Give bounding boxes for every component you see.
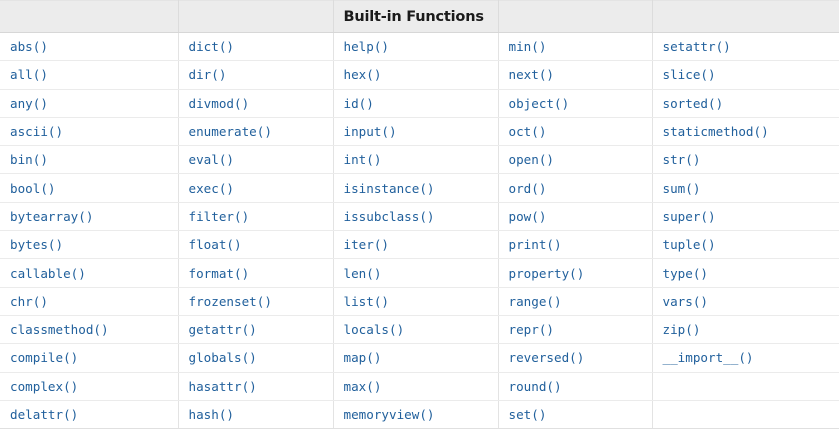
- builtin-function-link[interactable]: eval(): [178, 145, 334, 175]
- builtin-function-link[interactable]: object(): [498, 89, 653, 118]
- table-title: Built-in Functions: [333, 0, 499, 33]
- table-row: ascii()enumerate()input()oct()staticmeth…: [0, 117, 839, 147]
- builtin-function-link[interactable]: setattr(): [652, 32, 839, 62]
- builtin-function-link[interactable]: dir(): [178, 60, 334, 90]
- builtin-function-link[interactable]: repr(): [498, 315, 653, 345]
- builtin-function-link[interactable]: slice(): [652, 60, 839, 90]
- builtin-function-link[interactable]: round(): [498, 372, 653, 401]
- builtin-function-link[interactable]: frozenset(): [178, 287, 334, 316]
- table-row: bool()exec()isinstance()ord()sum(): [0, 173, 839, 203]
- builtin-function-link[interactable]: hasattr(): [178, 372, 334, 401]
- table-row: complex()hasattr()max()round(): [0, 372, 839, 401]
- builtin-function-link[interactable]: min(): [498, 32, 653, 62]
- table-header: Built-in Functions: [0, 0, 839, 33]
- builtin-function-link[interactable]: locals(): [333, 315, 499, 345]
- table-header-row: Built-in Functions: [0, 0, 839, 33]
- builtin-function-link[interactable]: bytes(): [0, 230, 179, 260]
- builtin-function-link[interactable]: str(): [652, 145, 839, 175]
- builtin-function-link[interactable]: input(): [333, 117, 499, 147]
- builtin-function-link[interactable]: filter(): [178, 202, 334, 232]
- builtin-function-link[interactable]: isinstance(): [333, 173, 499, 203]
- builtin-function-link[interactable]: int(): [333, 145, 499, 175]
- builtin-function-link[interactable]: any(): [0, 89, 179, 118]
- builtin-function-link[interactable]: oct(): [498, 117, 653, 147]
- builtin-function-link[interactable]: abs(): [0, 32, 179, 62]
- table-row: callable()format()len()property()type(): [0, 258, 839, 288]
- builtin-function-link[interactable]: all(): [0, 60, 179, 90]
- builtin-function-link[interactable]: staticmethod(): [652, 117, 839, 147]
- builtin-function-link[interactable]: bytearray(): [0, 202, 179, 232]
- builtin-function-link[interactable]: zip(): [652, 315, 839, 345]
- builtin-function-link[interactable]: exec(): [178, 173, 334, 203]
- builtin-function-link[interactable]: hex(): [333, 60, 499, 90]
- builtin-function-link[interactable]: sum(): [652, 173, 839, 203]
- builtin-function-link[interactable]: dict(): [178, 32, 334, 62]
- builtin-function-link[interactable]: property(): [498, 258, 653, 288]
- table-row: classmethod()getattr()locals()repr()zip(…: [0, 315, 839, 345]
- builtin-function-link[interactable]: compile(): [0, 343, 179, 373]
- builtin-function-link[interactable]: classmethod(): [0, 315, 179, 345]
- builtin-function-link[interactable]: reversed(): [498, 343, 653, 373]
- builtin-function-link[interactable]: __import__(): [652, 343, 839, 373]
- builtin-function-link[interactable]: open(): [498, 145, 653, 175]
- builtin-function-link[interactable]: id(): [333, 89, 499, 118]
- builtin-function-link[interactable]: format(): [178, 258, 334, 288]
- builtin-function-link[interactable]: range(): [498, 287, 653, 316]
- builtin-function-link[interactable]: tuple(): [652, 230, 839, 260]
- builtin-function-link[interactable]: bin(): [0, 145, 179, 175]
- builtin-function-link[interactable]: map(): [333, 343, 499, 373]
- builtin-function-link[interactable]: callable(): [0, 258, 179, 288]
- header-cell-4: [498, 0, 653, 33]
- builtin-function-link[interactable]: pow(): [498, 202, 653, 232]
- builtin-function-link[interactable]: complex(): [0, 372, 179, 401]
- table-body: abs()dict()help()min()setattr()all()dir(…: [0, 32, 839, 429]
- builtin-function-link[interactable]: list(): [333, 287, 499, 316]
- builtin-function-link[interactable]: divmod(): [178, 89, 334, 118]
- builtin-function-link[interactable]: enumerate(): [178, 117, 334, 147]
- builtin-function-link[interactable]: ord(): [498, 173, 653, 203]
- builtin-function-link[interactable]: ascii(): [0, 117, 179, 147]
- builtin-function-link[interactable]: print(): [498, 230, 653, 260]
- builtin-function-link[interactable]: sorted(): [652, 89, 839, 118]
- builtin-function-link[interactable]: len(): [333, 258, 499, 288]
- table-row: bin()eval()int()open()str(): [0, 145, 839, 175]
- builtin-function-link[interactable]: bool(): [0, 173, 179, 203]
- builtin-function-link[interactable]: vars(): [652, 287, 839, 316]
- table-row: bytes()float()iter()print()tuple(): [0, 230, 839, 260]
- builtin-function-link[interactable]: getattr(): [178, 315, 334, 345]
- builtin-function-link[interactable]: iter(): [333, 230, 499, 260]
- table-row: any()divmod()id()object()sorted(): [0, 89, 839, 118]
- builtin-function-link[interactable]: next(): [498, 60, 653, 90]
- builtin-function-link[interactable]: globals(): [178, 343, 334, 373]
- table-row: abs()dict()help()min()setattr(): [0, 32, 839, 62]
- builtin-function-link[interactable]: float(): [178, 230, 334, 260]
- table-row: bytearray()filter()issubclass()pow()supe…: [0, 202, 839, 232]
- builtin-function-link[interactable]: type(): [652, 258, 839, 288]
- builtin-function-link[interactable]: help(): [333, 32, 499, 62]
- builtin-function-link[interactable]: super(): [652, 202, 839, 232]
- empty-cell: [652, 372, 839, 401]
- builtin-function-link[interactable]: max(): [333, 372, 499, 401]
- builtin-function-link[interactable]: chr(): [0, 287, 179, 316]
- header-cell-5: [652, 0, 839, 33]
- header-cell-1: [0, 0, 179, 33]
- builtin-function-link[interactable]: issubclass(): [333, 202, 499, 232]
- table-row: all()dir()hex()next()slice(): [0, 60, 839, 90]
- table-row: chr()frozenset()list()range()vars(): [0, 287, 839, 316]
- table-row: compile()globals()map()reversed()__impor…: [0, 343, 839, 373]
- header-cell-2: [178, 0, 334, 33]
